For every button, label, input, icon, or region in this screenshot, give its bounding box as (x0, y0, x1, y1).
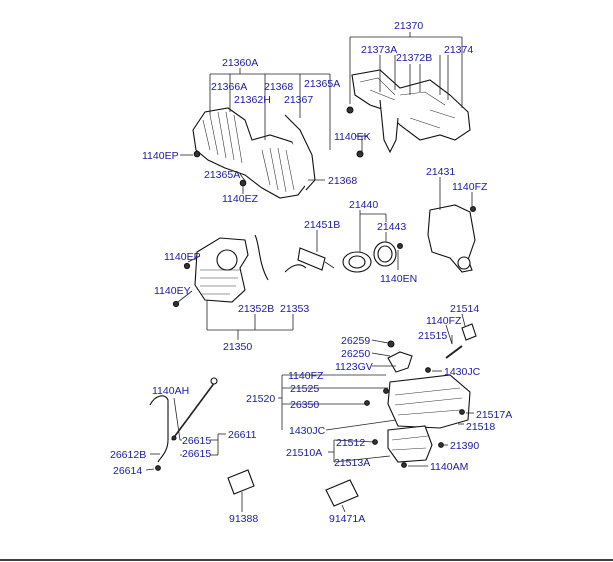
part-labels: 21370 21373A 21372B 21374 21360A 21366A … (110, 20, 512, 525)
bracket-91388 (227, 469, 255, 495)
label-21352B: 21352B (238, 303, 274, 315)
oil-pan-lower (372, 425, 444, 468)
label-21373A: 21373A (361, 44, 397, 56)
label-21366A: 21366A (211, 81, 247, 93)
label-21368-bottom: 21368 (328, 175, 357, 187)
label-21451B: 21451B (304, 219, 340, 231)
label-21350: 21350 (223, 341, 252, 353)
label-21362H: 21362H (234, 94, 271, 106)
label-21517A: 21517A (476, 409, 512, 421)
label-21372B: 21372B (396, 52, 432, 64)
rear-plate (427, 204, 476, 273)
label-1140EK: 1140EK (334, 131, 371, 143)
label-1140EP-top: 1140EP (142, 150, 179, 162)
label-21513A: 21513A (334, 457, 370, 469)
oil-seal-retainer (342, 241, 403, 273)
label-26250: 26250 (341, 348, 370, 360)
leader-lines (145, 32, 474, 513)
label-26615-a: 26615 (182, 435, 211, 447)
oil-pan-upper (364, 367, 471, 429)
label-21367: 21367 (284, 94, 313, 106)
label-26615-b: 26615 (182, 448, 211, 460)
oil-dipstick (149, 377, 218, 471)
label-21360A: 21360A (222, 57, 258, 69)
inner-cover-plate (172, 234, 307, 308)
label-1140EZ: 1140EZ (222, 193, 259, 205)
label-21374: 21374 (444, 44, 473, 56)
lower-timing-cover (192, 107, 316, 199)
label-21390: 21390 (450, 440, 479, 452)
tensioner (297, 247, 335, 271)
bracket-91471A (325, 479, 359, 507)
upper-timing-cover (346, 69, 471, 158)
label-21353: 21353 (280, 303, 309, 315)
label-21368-top: 21368 (264, 81, 293, 93)
label-91471A: 91471A (329, 513, 365, 525)
label-26612B: 26612B (110, 449, 146, 461)
label-21525: 21525 (290, 383, 319, 395)
label-21512: 21512 (336, 437, 365, 449)
label-91388: 91388 (229, 513, 258, 525)
label-26350: 26350 (290, 399, 319, 411)
label-21440: 21440 (349, 199, 378, 211)
label-1140AM: 1140AM (430, 461, 468, 473)
label-21518: 21518 (466, 421, 495, 433)
label-1430JC-left: 1430JC (289, 425, 326, 437)
label-1140EN: 1140EN (380, 273, 417, 285)
label-26259: 26259 (341, 335, 370, 347)
label-1140FZ-left: 1140FZ (288, 370, 324, 382)
label-26611: 26611 (228, 429, 257, 441)
label-21365A-top: 21365A (304, 78, 340, 90)
label-21510A: 21510A (286, 447, 322, 459)
label-21443: 21443 (377, 221, 406, 233)
label-21520: 21520 (246, 393, 275, 405)
label-1140EP-mid: 1140EP (164, 251, 201, 263)
label-21365A-bottom: 21365A (204, 169, 240, 181)
label-21515: 21515 (418, 330, 447, 342)
label-21431: 21431 (426, 166, 455, 178)
baffle (445, 323, 477, 359)
label-26614: 26614 (113, 465, 142, 477)
label-1430JC-right: 1430JC (444, 366, 481, 378)
oil-strainer (387, 340, 413, 373)
label-1123GV: 1123GV (335, 361, 373, 373)
label-1140EY: 1140EY (154, 285, 191, 297)
label-1140FZ-right: 1140FZ (452, 181, 488, 193)
label-21370: 21370 (394, 20, 423, 32)
label-21514: 21514 (450, 303, 479, 315)
label-1140FZ-mid: 1140FZ (426, 315, 462, 327)
label-1140AH: 1140AH (152, 385, 189, 397)
